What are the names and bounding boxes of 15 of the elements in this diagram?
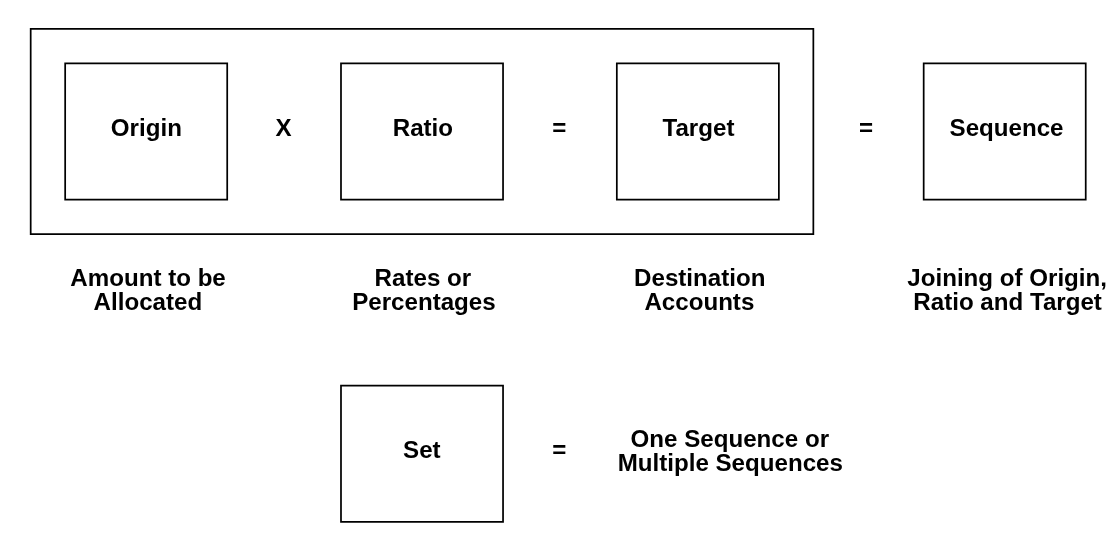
- node-label: Amount to be Allocated: [69, 264, 226, 316]
- node-box: Ratio: [339, 62, 504, 201]
- label: =: [551, 436, 566, 464]
- node-box: Target: [615, 62, 780, 201]
- node-label: Rates or Percentages: [351, 264, 496, 316]
- cluster: [29, 28, 814, 235]
- label: One Sequence or Multiple Sequences: [617, 425, 843, 477]
- node-box: Origin: [63, 62, 228, 201]
- label: X: [274, 114, 292, 142]
- node-box: Sequence: [922, 62, 1087, 201]
- node-label: Joining of Origin, Ratio and Target: [906, 264, 1107, 316]
- label: =: [858, 114, 873, 142]
- node-label: Destination Accounts: [633, 264, 765, 316]
- label: =: [551, 114, 566, 142]
- node-box: Set: [339, 384, 504, 523]
